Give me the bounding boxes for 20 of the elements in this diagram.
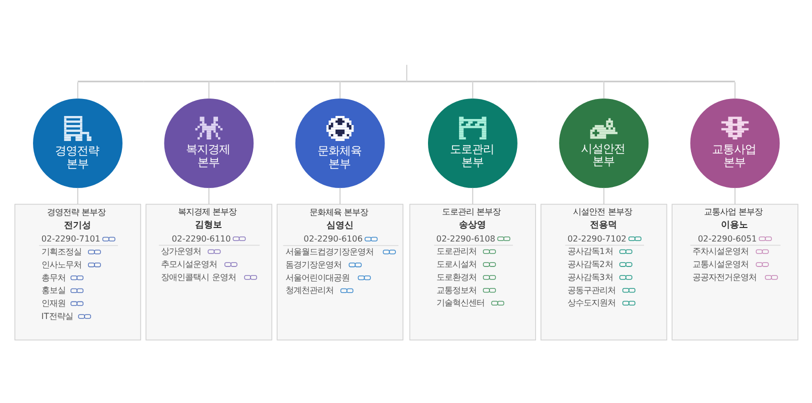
connector xyxy=(734,186,736,204)
connector xyxy=(734,81,736,99)
connector xyxy=(603,186,604,204)
connector xyxy=(406,64,408,81)
node-circle: 경영전략 본부 xyxy=(33,98,122,188)
node-box: 문화체육 본부장 심영신 02-2290-6106 서울월드컵경기장운영처 돔경기장운영처 서울어린이대공원 청계천관리처 xyxy=(276,203,404,340)
node-circle: 교통사업 본부 xyxy=(690,98,780,188)
node-circle: 도로관리 본부 xyxy=(428,98,518,188)
connector xyxy=(472,186,474,204)
connector xyxy=(208,186,210,204)
node-circle: 문화체육 본부 xyxy=(295,98,385,188)
connector xyxy=(603,81,604,99)
node-box: 교통사업 본부장 이용노 02-2290-6051 주차시설운영처 교통시설운영처 공공자전거운영처 xyxy=(672,203,798,340)
connector xyxy=(77,186,78,204)
node-circle: 시설안전 본부 xyxy=(559,98,649,188)
node-box: 도로관리 본부장 송상영 02-2290-6108 도로관리처 도로시설처 도로환경처 교통정보처 기술혁신센터 xyxy=(409,203,536,340)
node-circle: 복지경제 본부 xyxy=(164,98,254,188)
node-box: 경영전략 본부장 전기성 02-2290-7101 기획조정실 인사노무처 총무처 홍보실 인재원 IT전략실 xyxy=(14,203,142,340)
node-box: 복지경제 본부장 김형보 02-2290-6110 상가운영처 추모시설운영처 장애인콜택시 운영처 xyxy=(146,203,272,340)
node-box: 시설안전 본부장 전용덕 02-2290-7102 공사감독1처 공사감독2처 공사감독3처 공동구관리처 상수도지원처 xyxy=(540,203,668,340)
